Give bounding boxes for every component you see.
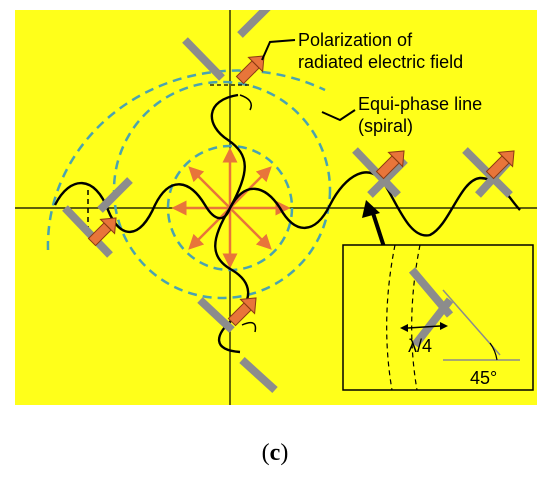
inset-detail	[342, 244, 534, 391]
angle-45-label: 45°	[470, 368, 497, 388]
figure-caption: (c)	[261, 440, 289, 466]
polarization-arrows	[87, 55, 515, 327]
polarization-label-line2: radiated electric field	[298, 52, 463, 72]
rotation-arrow-top	[239, 94, 252, 111]
horizontal-wave	[53, 171, 521, 237]
polarization-leader	[261, 39, 296, 61]
spiral-polarization-diagram: Polarization of radiated electric field …	[15, 10, 537, 405]
equiphase-label-line1: Equi-phase line	[358, 94, 482, 114]
rotation-arrow-bottom	[241, 321, 257, 333]
inset-pointer-head	[362, 200, 380, 218]
caption-letter: c	[269, 440, 281, 466]
equiphase-label-line2: (spiral)	[358, 116, 413, 136]
inset-pointer-arrow	[370, 209, 387, 251]
polarization-label-line1: Polarization of	[298, 30, 413, 50]
equiphase-leader	[321, 109, 356, 122]
lambda-quarter-label: λ/4	[408, 336, 432, 356]
